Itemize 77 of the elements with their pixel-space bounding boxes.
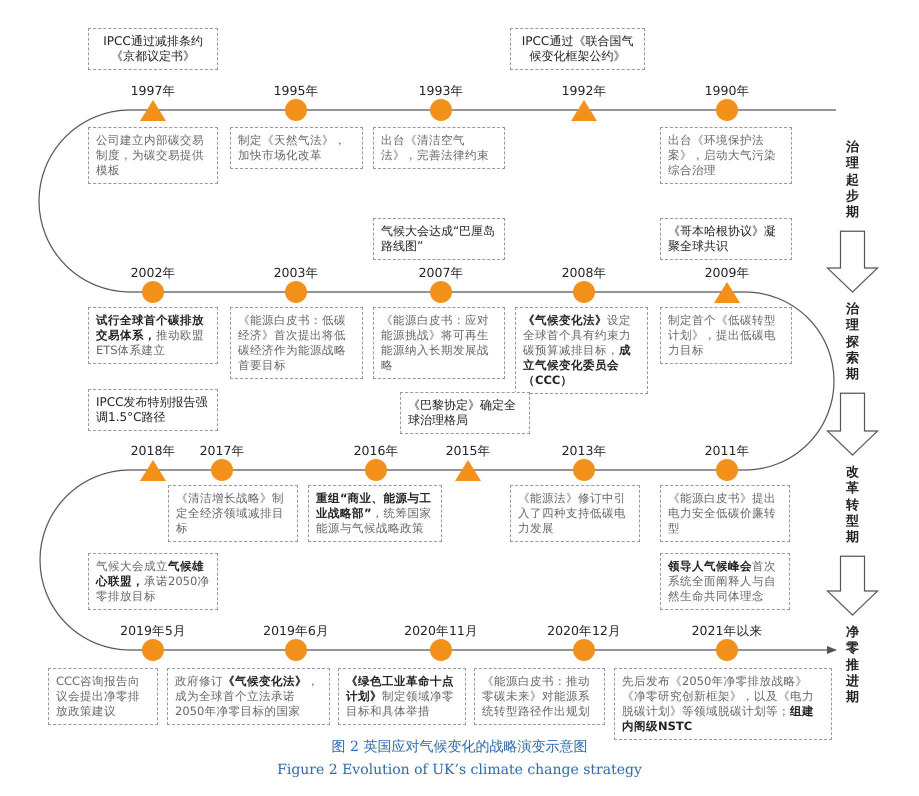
event-box: 制定《天然气法》，加快市场化改革: [230, 127, 363, 169]
year-label: 2017年: [200, 443, 244, 460]
uk-event-marker: [715, 638, 739, 662]
event-box: CCC咨询报告向议会提出净零排放政策建议: [48, 668, 158, 725]
uk-event-marker: [364, 458, 388, 482]
year-label: 1990年: [704, 83, 750, 100]
year-label: 2013年: [562, 443, 606, 460]
uk-event-marker: [141, 638, 165, 662]
block-arrow: [826, 392, 879, 456]
uk-event-marker: [715, 98, 739, 122]
phase-label: 治理起步期: [846, 140, 859, 222]
year-label: 2019年6月: [263, 623, 329, 640]
year-label: 2016年: [354, 443, 398, 460]
event-box: 制定首个《低碳转型计划》，提出低碳电力目标: [660, 307, 792, 364]
event-box: 《能源白皮书》提出电力安全低碳价廉转型: [660, 485, 790, 542]
uk-event-marker: [429, 98, 453, 122]
phase-label: 治理探索期: [846, 302, 859, 384]
event-box: 重组“商业、能源与工业战略部”，统筹国家能源与气候战略政策: [308, 485, 442, 542]
event-box: 《巴黎协定》确定全球治理格局: [400, 392, 530, 434]
year-label: 2020年12月: [547, 623, 621, 640]
event-box: 《能源白皮书：推动零碳未来》对能源系统转型路径作出规划: [474, 668, 605, 725]
event-box: 《清洁增长战略》制定全经济领域减排目标: [168, 485, 298, 542]
year-label: 2018年: [130, 443, 176, 460]
event-box: 先后发布《2050年净零排放战略》《净零研究创新框架》，以及《电力脱碳计划》等领域脱碳计划等；组建内阁级NSTC: [614, 668, 832, 740]
year-label: 2007年: [418, 265, 464, 282]
uk-event-marker: [429, 638, 453, 662]
event-box: 气候大会成立气候雄心联盟，承诺2050净零排放目标: [88, 553, 218, 610]
event-box: 出台《清洁空气法》，完善法律约束: [373, 127, 505, 169]
year-label: 1997年: [130, 83, 176, 100]
uk-event-marker: [284, 280, 308, 304]
uk-event-marker: [284, 638, 308, 662]
event-box: 政府修订《气候变化法》，成为全球首个立法承诺2050年净零目标的国家: [167, 668, 330, 725]
year-label: 2008年: [562, 265, 606, 282]
phase-label: 净零推进期: [846, 625, 859, 706]
international-event-marker: [571, 100, 597, 121]
year-label: 1995年: [274, 83, 318, 100]
international-event-marker: [455, 460, 481, 481]
uk-event-marker: [141, 280, 165, 304]
year-label: 1993年: [418, 83, 464, 100]
uk-event-marker: [715, 458, 739, 482]
event-box: IPCC通过减排条约《京都议定书》: [88, 28, 218, 70]
event-box: 领导人气候峰会首次系统全面阐释人与自然生命共同体理念: [660, 553, 790, 610]
year-label: 2020年11月: [404, 623, 478, 640]
uk-event-marker: [284, 98, 308, 122]
year-label: 2002年: [130, 265, 176, 282]
event-box: 公司建立内部碳交易制度，为碳交易提供模板: [88, 127, 218, 184]
uk-event-marker: [572, 280, 596, 304]
year-label: 2015年: [446, 443, 490, 460]
year-label: 2019年5月: [120, 623, 186, 640]
year-label: 2003年: [274, 265, 318, 282]
figure-caption: 图 2 英国应对气候变化的战略演变示意图: [330, 738, 588, 756]
event-box: IPCC发布特别报告强调1.5°C路径: [88, 389, 218, 431]
event-box: 气候大会达成“巴厘岛路线图”: [373, 218, 505, 260]
uk-event-marker: [429, 280, 453, 304]
event-box: 试行全球首个碳排放交易体系，推动欧盟ETS体系建立: [88, 307, 218, 364]
event-box: 《能源白皮书：应对能源挑战》将可再生能源纳入长期发展战略: [373, 307, 505, 379]
uk-event-marker: [210, 458, 234, 482]
uk-event-marker: [572, 458, 596, 482]
event-box: 《哥本哈根协议》凝聚全球共识: [660, 218, 792, 260]
year-label: 1992年: [562, 83, 606, 100]
event-box: 《能源法》修订中引入了四种支持低碳电力发展: [510, 485, 640, 542]
block-arrow: [826, 556, 879, 616]
event-box: 《绿色工业革命十点计划》制定领域净零目标和具体举措: [338, 668, 466, 725]
block-arrow: [826, 230, 879, 293]
figure-caption: Figure 2 Evolution of UK’s climate change strategy: [276, 762, 643, 778]
international-event-marker: [140, 100, 166, 121]
year-label: 2009年: [704, 265, 750, 282]
international-event-marker: [140, 460, 166, 481]
phase-label: 改革转型期: [846, 465, 859, 546]
year-label: 2011年: [704, 443, 750, 460]
uk-event-marker: [572, 638, 596, 662]
event-box: 出台《环境保护法案》，启动大气污染综合治理: [660, 127, 792, 184]
event-box: 《能源白皮书：低碳经济》首次提出将低碳经济作为能源战略首要目标: [230, 307, 363, 379]
event-box: IPCC通过《联合国气候变化框架公约》: [510, 28, 645, 70]
event-box: 《气候变化法》设定全球首个具有约束力碳预算减排目标，成立气候变化委员会（CCC）: [515, 307, 648, 394]
international-event-marker: [714, 282, 740, 303]
year-label: 2021年以来: [692, 623, 762, 640]
